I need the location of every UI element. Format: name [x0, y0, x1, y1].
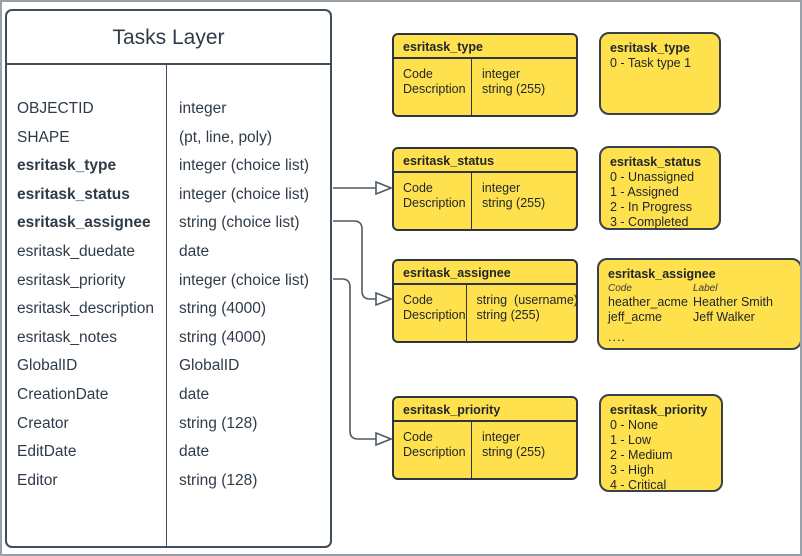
field-name-column: OBJECTID SHAPE esritask_type esritask_st… — [7, 65, 167, 546]
domain-value: 0 - None — [610, 418, 658, 432]
field-type: date — [179, 385, 210, 403]
assignee-table: Code Label heather_acme Heather Smith je… — [608, 282, 791, 325]
field-table-type-column: integer string (255) — [472, 173, 576, 229]
domain-value: 2 - Medium — [610, 448, 673, 462]
domain-value: 1 - Assigned — [610, 185, 679, 199]
field-type: integer (choice list) — [179, 157, 310, 175]
domain-value: 1 - Low — [610, 433, 651, 447]
field-name: EditDate — [17, 443, 77, 461]
field-name: Editor — [17, 471, 58, 489]
field-table-field-column: Code Description — [394, 285, 467, 341]
field-type: string (128) — [179, 414, 258, 432]
field-table-esritask-priority: esritask_priority Code Description integ… — [392, 396, 578, 480]
assignee-label: Jeff Walker — [693, 310, 755, 324]
field-table-field-column: Code Description — [394, 173, 472, 229]
domain-list-title: esritask_priority — [610, 403, 708, 417]
domain-value: 2 - In Progress — [610, 200, 692, 214]
field-name: esritask_duedate — [17, 242, 136, 260]
domain-value: 3 - Completed — [610, 215, 689, 229]
field-name: esritask_notes — [17, 328, 117, 346]
field-table-field: Code — [403, 181, 433, 195]
field-type: date — [179, 242, 210, 260]
field-table-field: Description — [403, 444, 466, 459]
field-table-field: Code — [403, 430, 433, 444]
field-name: esritask_priority — [17, 271, 126, 289]
tasks-layer-title: Tasks Layer — [7, 11, 330, 65]
field-table-type: string (255) — [476, 307, 540, 322]
field-name: esritask_type — [17, 157, 117, 175]
field-type: string (choice list) — [179, 214, 300, 232]
domain-list-esritask-type: esritask_type 0 - Task type 1 — [599, 32, 721, 115]
field-table-type: integer — [482, 181, 521, 195]
field-table-title: esritask_status — [394, 149, 576, 173]
domain-value: 0 - Task type 1 — [610, 56, 692, 70]
field-table-title: esritask_assignee — [394, 261, 576, 285]
domain-list-esritask-assignee: esritask_assignee Code Label heather_acm… — [597, 258, 800, 350]
field-table-field: Description — [403, 195, 466, 210]
domain-list-title: esritask_status — [610, 155, 702, 169]
field-table-field: Description — [403, 307, 466, 322]
field-table-type: integer — [482, 430, 521, 444]
field-table-field: Code — [403, 293, 433, 307]
field-name: Creator — [17, 414, 69, 432]
field-type: integer (choice list) — [179, 185, 310, 203]
field-type: integer (choice list) — [179, 271, 310, 289]
field-table-type: integer — [482, 67, 521, 81]
domain-list-title: esritask_type — [610, 41, 690, 55]
field-type: string (128) — [179, 471, 258, 489]
field-name: SHAPE — [17, 128, 70, 146]
domain-list-title: esritask_assignee — [608, 267, 716, 281]
field-name: OBJECTID — [17, 100, 94, 117]
field-table-field-column: Code Description — [394, 422, 472, 478]
field-table-type: string (255) — [482, 444, 546, 459]
field-table-esritask-assignee: esritask_assignee Code Description strin… — [392, 259, 578, 343]
field-table-field: Description — [403, 81, 466, 96]
assignee-label: Heather Smith — [693, 295, 773, 309]
field-table-type: string (255) — [482, 195, 546, 210]
field-type: string (4000) — [179, 328, 267, 346]
field-type-column: integer (pt, line, poly) integer (choice… — [167, 65, 330, 546]
field-table-type: string (255) — [482, 81, 546, 96]
domain-list-esritask-priority: esritask_priority 0 - None 1 - Low 2 - M… — [599, 394, 723, 492]
field-table-title: esritask_type — [394, 35, 576, 59]
field-type: (pt, line, poly) — [179, 128, 273, 146]
field-table-field-column: Code Description — [394, 59, 472, 115]
field-table-type-column: string (username) string (255) — [467, 285, 578, 341]
field-name: esritask_assignee — [17, 214, 151, 232]
assignee-ellipsis: .... — [608, 330, 626, 344]
field-table-esritask-type: esritask_type Code Description integer s… — [392, 33, 578, 117]
assignee-code-header: Code — [608, 283, 632, 294]
field-type: GlobalID — [179, 357, 240, 375]
field-name: esritask_status — [17, 185, 130, 203]
assignee-code: heather_acme — [608, 295, 688, 309]
field-name: esritask_description — [17, 300, 154, 318]
connector-priority-line — [333, 278, 376, 440]
field-type: date — [179, 443, 210, 461]
field-table-esritask-status: esritask_status Code Description integer… — [392, 147, 578, 231]
tasks-layer-table: Tasks Layer OBJECTID SHAPE esritask_type… — [5, 9, 332, 548]
domain-value: 3 - High — [610, 463, 654, 477]
domain-list-esritask-status: esritask_status 0 - Unassigned 1 - Assig… — [599, 146, 721, 230]
field-table-field: Code — [403, 67, 433, 81]
domain-value: 4 - Critical — [610, 478, 667, 492]
field-type: string (4000) — [179, 300, 267, 318]
field-name: CreationDate — [17, 385, 109, 403]
field-table-title: esritask_priority — [394, 398, 576, 422]
assignee-label-header: Label — [693, 283, 718, 294]
assignee-code: jeff_acme — [608, 310, 662, 324]
arrowhead-icon — [375, 180, 394, 196]
field-table-type-column: integer string (255) — [472, 422, 576, 478]
arrowhead-icon — [375, 291, 394, 307]
field-table-type: string (username) — [476, 293, 578, 307]
field-name: GlobalID — [17, 357, 78, 375]
arrowhead-icon — [375, 431, 394, 447]
field-type: integer — [179, 100, 227, 117]
domain-value: 0 - Unassigned — [610, 170, 695, 184]
tasks-layer-body: OBJECTID SHAPE esritask_type esritask_st… — [7, 65, 330, 546]
connector-assignee-line — [333, 220, 376, 300]
field-table-type-column: integer string (255) — [472, 59, 576, 115]
